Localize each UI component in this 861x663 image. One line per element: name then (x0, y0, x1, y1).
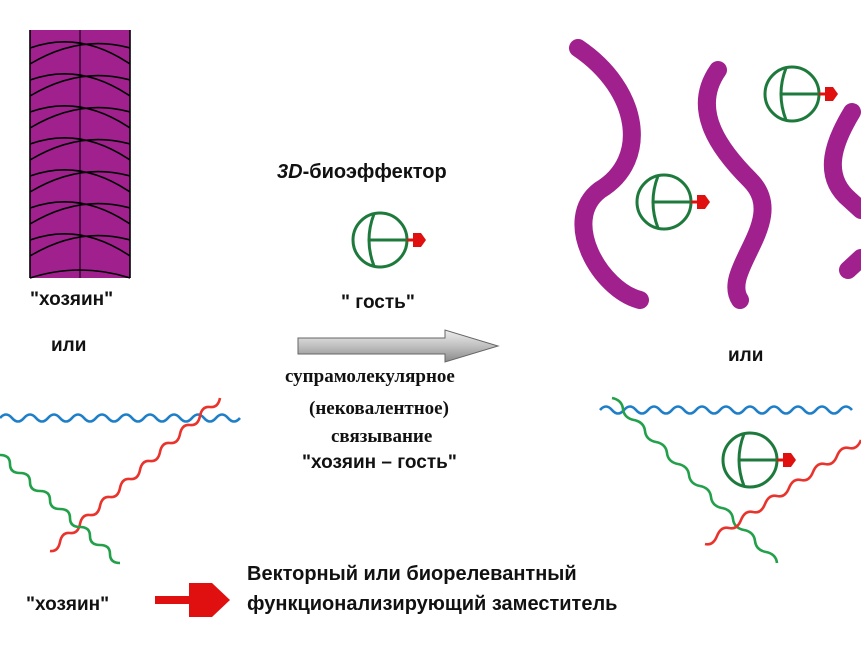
or-label-left: или (51, 335, 87, 356)
effector-label: 3D-биоэффектор (277, 161, 447, 184)
legend-line-2: функционализирующий заместитель (247, 593, 618, 615)
guest-in-triangle (721, 431, 798, 489)
host-braid (29, 30, 131, 279)
substituent-legend-arrow (155, 583, 230, 617)
reaction-arrow (297, 329, 500, 363)
host-chains-complex (569, 39, 861, 309)
host-triangle-complex (599, 396, 861, 564)
or-label-right: или (728, 345, 764, 366)
guest-label: " гость" (341, 292, 415, 313)
binding-line-3: связывание (331, 426, 433, 447)
binding-line-1: супрамолекулярное (285, 366, 455, 387)
effector-prefix: 3D (277, 161, 303, 183)
host-label-top: "хозяин" (30, 289, 114, 310)
effector-suffix: -биоэффектор (302, 161, 447, 183)
binding-line-4: "хозяин – гость" (302, 452, 457, 473)
binding-line-2: (нековалентное) (309, 398, 449, 419)
guest-symbol (351, 211, 428, 269)
legend-line-1: Векторный или биорелевантный (247, 563, 577, 585)
host-label-bottom: "хозяин" (26, 594, 110, 615)
host-triangle-chains (0, 397, 241, 565)
guest-in-chains-1 (763, 65, 840, 123)
guest-in-chains-2 (635, 173, 712, 231)
